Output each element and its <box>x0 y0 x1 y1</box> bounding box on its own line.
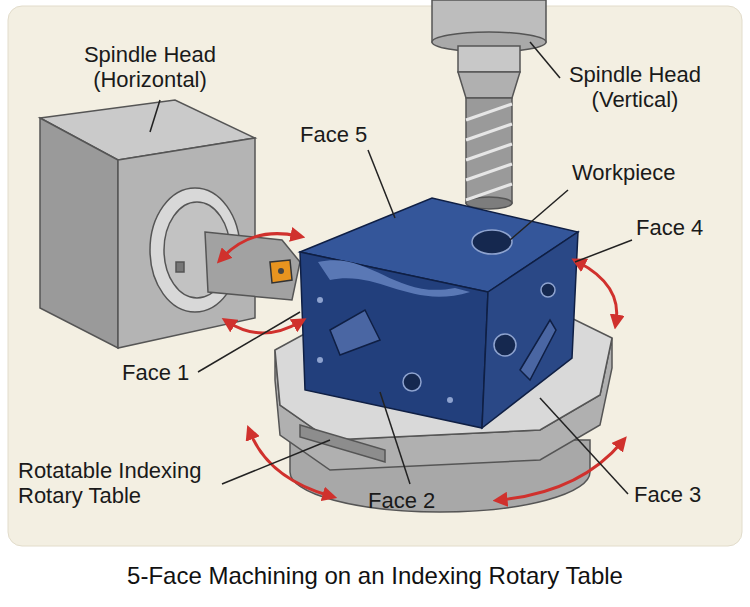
horizontal-spindle <box>40 100 300 348</box>
part-label: Workpiece <box>572 160 712 185</box>
part-label: Spindle Head (Horizontal) <box>70 42 230 93</box>
vertical-spindle <box>432 0 546 209</box>
workpiece-block <box>300 198 578 428</box>
part-label: Rotatable Indexing Rotary Table <box>18 458 218 509</box>
motion-arrows <box>222 234 622 500</box>
part-label: Spindle Head (Vertical) <box>560 62 710 113</box>
part-label: Face 4 <box>636 215 736 240</box>
part-label: Face 3 <box>634 482 724 507</box>
background-panel <box>8 6 742 546</box>
part-label: Face 1 <box>122 360 202 385</box>
part-label: Face 5 <box>300 122 420 147</box>
caption: 5-Face Machining on an Indexing Rotary T… <box>0 562 750 590</box>
leader-lines <box>150 42 632 494</box>
part-label: Face 2 <box>368 488 458 513</box>
